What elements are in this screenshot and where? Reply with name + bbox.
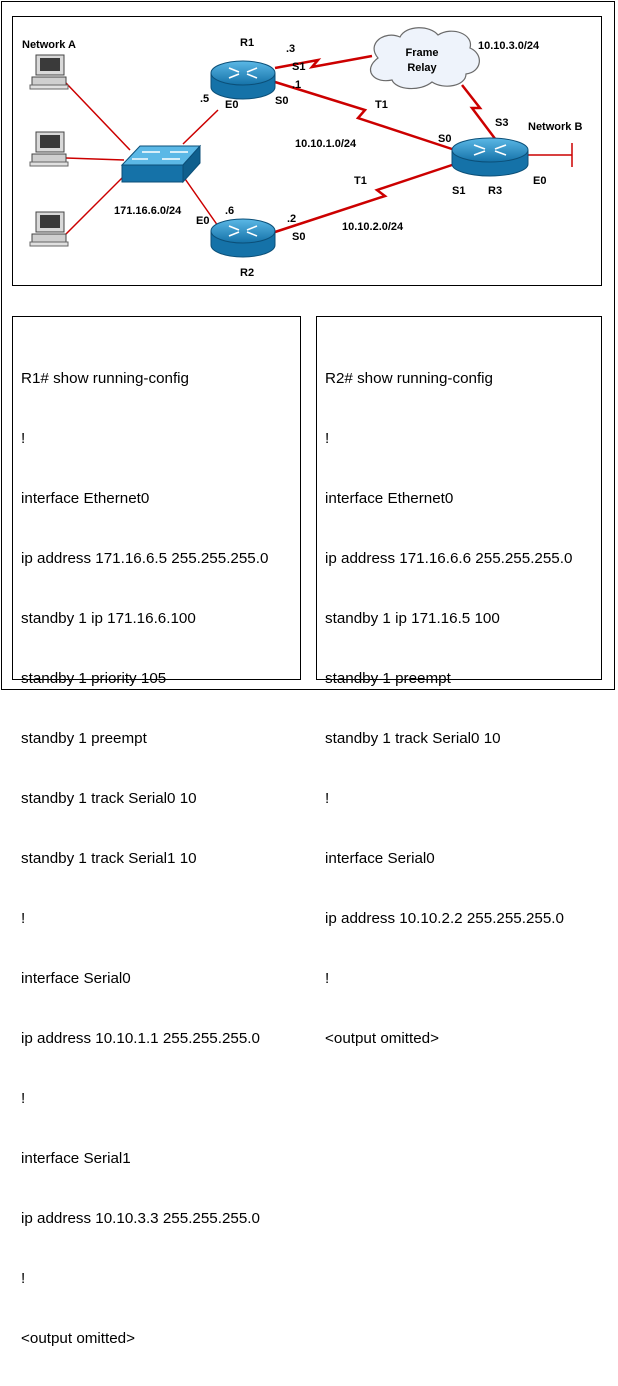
r3-e0-label: E0 (533, 175, 546, 187)
router-r3-icon (451, 137, 529, 177)
config-line: ! (21, 1090, 26, 1107)
config-line: ! (325, 790, 330, 807)
r3-s3-label: S3 (495, 117, 508, 129)
r3-name: R3 (488, 185, 502, 197)
r1-config-panel: R1# show running-config ! interface Ethe… (12, 316, 301, 1347)
r3-s1-label: S1 (452, 185, 465, 197)
r1-s1-octet: .3 (286, 43, 295, 55)
config-line: ! (21, 910, 26, 927)
r2-name: R2 (240, 267, 254, 279)
config-line: interface Serial0 (21, 970, 131, 987)
config-line: standby 1 track Serial1 10 (21, 850, 197, 867)
config-line: interface Serial0 (325, 850, 435, 867)
pc-icon (29, 211, 69, 247)
frame-relay-r3-link (461, 84, 497, 141)
r1-s1-label: S1 (292, 61, 305, 73)
config-line: interface Serial1 (21, 1150, 131, 1167)
router-r1-icon (210, 60, 276, 100)
config-line: ip address 10.10.1.1 255.255.255.0 (21, 1030, 260, 1047)
frame-relay-label-2: Relay (407, 62, 437, 74)
network-topology: Frame Relay (22, 27, 582, 279)
pc-icon (29, 131, 69, 167)
r1-name: R1 (240, 37, 254, 49)
config-line: standby 1 preempt (325, 670, 451, 687)
config-line: ! (21, 1270, 26, 1287)
config-line: ip address 171.16.6.6 255.255.255.0 (325, 550, 573, 567)
serial-links (274, 54, 497, 234)
config-line: ! (325, 970, 330, 987)
r1-config-lines: R1# show running-config ! interface Ethe… (21, 329, 268, 1386)
network-a-label: Network A (22, 39, 76, 51)
network-b-label: Network B (528, 121, 582, 133)
r2-s0-label: S0 (292, 231, 305, 243)
r1-s0-octet: .1 (292, 79, 301, 91)
frame-relay-label-1: Frame (405, 47, 438, 59)
t1-bottom-label: T1 (354, 175, 367, 187)
config-line: standby 1 ip 171.16.6.100 (21, 610, 196, 627)
router-r2-icon (210, 218, 276, 258)
config-line: ! (21, 430, 26, 447)
r1-frame-relay-link (274, 54, 373, 70)
config-line: standby 1 track Serial0 10 (325, 730, 501, 747)
lan-links (65, 82, 573, 235)
config-line: ! (325, 430, 330, 447)
config-line: R1# show running-config (21, 370, 190, 387)
r1-s0-label: S0 (275, 95, 288, 107)
r1-e0-octet: .5 (200, 93, 209, 105)
config-line: ip address 10.10.2.2 255.255.255.0 (325, 910, 564, 927)
subnet-r2-r3: 10.10.2.0/24 (342, 221, 404, 233)
r2-s0-octet: .2 (287, 213, 296, 225)
r2-e0-octet: .6 (225, 205, 234, 217)
r1-e0-label: E0 (225, 99, 238, 111)
r2-r3-link (274, 162, 456, 234)
r3-s0-label: S0 (438, 133, 451, 145)
config-line: R2# show running-config (325, 370, 494, 387)
config-line: standby 1 ip 171.16.5 100 (325, 610, 500, 627)
config-line: standby 1 track Serial0 10 (21, 790, 197, 807)
config-line: standby 1 priority 105 (21, 670, 167, 687)
config-line: ip address 171.16.6.5 255.255.255.0 (21, 550, 269, 567)
r2-config-lines: R2# show running-config ! interface Ethe… (325, 329, 572, 1089)
r2-e0-label: E0 (196, 215, 209, 227)
frame-relay-cloud: Frame Relay (370, 27, 480, 90)
subnet-r1-r3: 10.10.1.0/24 (295, 138, 357, 150)
network-diagram-box (12, 16, 602, 286)
subnet-lan: 171.16.6.0/24 (114, 205, 182, 217)
config-line: ip address 10.10.3.3 255.255.255.0 (21, 1210, 260, 1227)
outer-frame (1, 1, 615, 690)
config-line: interface Ethernet0 (325, 490, 454, 507)
config-line: interface Ethernet0 (21, 490, 150, 507)
config-line: <output omitted> (325, 1030, 439, 1047)
pc-icon (29, 54, 69, 90)
config-line: standby 1 preempt (21, 730, 147, 747)
r2-config-panel: R2# show running-config ! interface Ethe… (316, 316, 602, 1047)
subnet-frame-relay: 10.10.3.0/24 (478, 40, 540, 52)
t1-top-label: T1 (375, 99, 388, 111)
config-line: <output omitted> (21, 1330, 135, 1347)
r1-r3-link (274, 80, 456, 152)
switch-icon (120, 144, 202, 184)
